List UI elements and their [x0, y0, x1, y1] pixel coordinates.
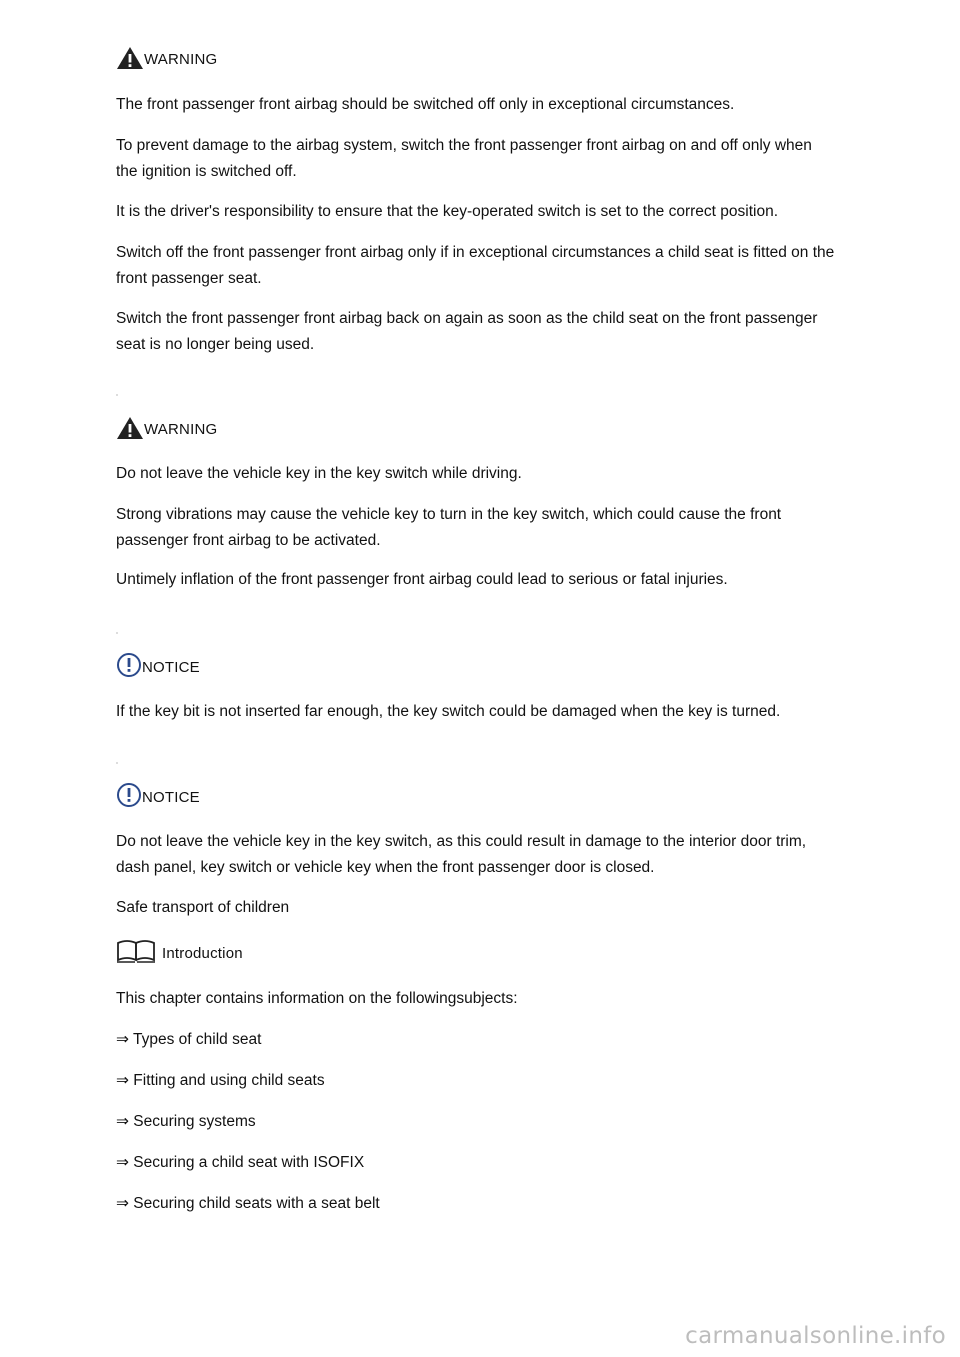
- warning-paragraph: Do not leave the vehicle key in the key …: [116, 465, 522, 482]
- warning-heading: WARNING: [116, 416, 836, 440]
- chapter-intro-text: This chapter contains information on the…: [116, 990, 518, 1007]
- separator-dot: [116, 762, 118, 764]
- introduction-heading: Introduction: [116, 938, 836, 964]
- warning-paragraph: To prevent damage to the airbag system, …: [116, 137, 812, 180]
- notice-paragraph: Do not leave the vehicle key in the key …: [116, 833, 807, 876]
- separator-dot: [116, 394, 118, 396]
- link-types-of-child-seat[interactable]: ⇒ Types of child seat: [116, 1031, 262, 1048]
- introduction-label: Introduction: [162, 945, 243, 962]
- notice-label: NOTICE: [142, 659, 200, 676]
- warning-paragraph: Strong vibrations may cause the vehicle …: [116, 506, 782, 549]
- link-securing-seat-belt[interactable]: ⇒ Securing child seats with a seat belt: [116, 1195, 380, 1212]
- link-securing-systems[interactable]: ⇒ Securing systems: [116, 1113, 256, 1130]
- warning-paragraph: Switch the front passenger front airbag …: [116, 310, 818, 353]
- warning-label: WARNING: [144, 421, 218, 438]
- watermark-text: carmanualsonline.info: [685, 1323, 946, 1349]
- open-book-icon: [116, 938, 158, 964]
- notice-label: NOTICE: [142, 789, 200, 806]
- warning-label: WARNING: [144, 51, 218, 68]
- warning-paragraph: Switch off the front passenger front air…: [116, 244, 835, 287]
- section-title: Safe transport of children: [116, 899, 290, 916]
- warning-triangle-icon: [116, 416, 144, 440]
- notice-exclamation-icon: [116, 652, 142, 678]
- link-securing-isofix[interactable]: ⇒ Securing a child seat with ISOFIX: [116, 1154, 365, 1171]
- warning-triangle-icon: [116, 46, 144, 70]
- warning-heading: WARNING: [116, 46, 836, 70]
- notice-exclamation-icon: [116, 782, 142, 808]
- notice-heading: NOTICE: [116, 782, 836, 808]
- warning-paragraph: The front passenger front airbag should …: [116, 96, 735, 113]
- separator-dot: [116, 632, 118, 634]
- notice-heading: NOTICE: [116, 652, 836, 678]
- notice-paragraph: If the key bit is not inserted far enoug…: [116, 703, 781, 720]
- warning-paragraph: Untimely inflation of the front passenge…: [116, 571, 728, 588]
- link-fitting-and-using-child-seats[interactable]: ⇒ Fitting and using child seats: [116, 1072, 325, 1089]
- warning-paragraph: It is the driver's responsibility to ens…: [116, 203, 779, 220]
